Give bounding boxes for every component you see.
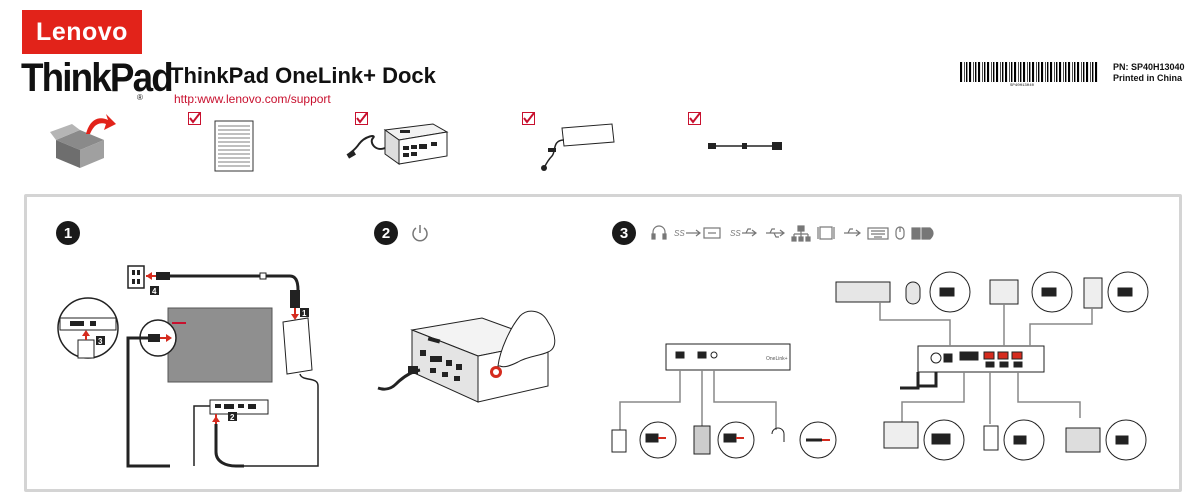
power-adapter-icon — [541, 123, 615, 171]
hdmi-icon — [911, 227, 934, 240]
step-1-badge: 1 — [56, 221, 80, 245]
keyboard-icon — [867, 227, 889, 240]
svg-text:SS: SS — [730, 229, 741, 238]
step-3-badge: 3 — [612, 221, 636, 245]
ethernet-icon — [791, 225, 811, 242]
svg-text:SS: SS — [674, 229, 685, 238]
keyboard-device-icon — [835, 281, 891, 303]
phone-bottom-icon — [983, 425, 999, 451]
usb-icon — [844, 228, 861, 237]
printed-in: Printed in China — [1113, 73, 1183, 83]
monitor-top-icon — [989, 279, 1019, 305]
barcode-number: SP40H13040 — [1010, 84, 1035, 88]
checkbox-power-cord-icon — [688, 112, 701, 125]
phone-icon — [611, 429, 627, 453]
page-title: ThinkPad OneLink+ Dock — [170, 63, 436, 88]
dock-icon — [346, 123, 449, 165]
step-3-illustration: OneLink+ — [611, 271, 1149, 461]
registered-mark: ® — [137, 93, 143, 102]
usb-ss-charge-icon: SS — [674, 227, 721, 239]
power-cord-icon — [708, 142, 782, 150]
thinkpad-logo: ThinkPad — [21, 56, 174, 100]
checkbox-power-adapter-icon — [522, 112, 535, 125]
port-icons-row: SS SS — [651, 225, 934, 242]
support-link[interactable]: http:www.lenovo.com/support — [174, 92, 331, 106]
mouse-icon — [895, 226, 905, 240]
headphone-icon — [651, 225, 667, 240]
step-1-illustration: 4 1 3 2 — [57, 265, 319, 468]
step-2-badge: 2 — [374, 221, 398, 245]
callout-3: 3 — [98, 337, 103, 346]
callout-2: 2 — [230, 413, 235, 422]
usb-ss-icon: SS — [730, 228, 757, 238]
headset-icon — [771, 427, 785, 442]
display-icon — [817, 226, 835, 240]
wall-outlet-icon — [127, 265, 145, 289]
step-2-illustration — [377, 310, 556, 403]
barcode-icon — [960, 62, 1098, 82]
checkbox-documentation-icon — [188, 112, 201, 125]
hard-drive-icon — [693, 425, 711, 455]
ethernet-wall-jack-icon — [1083, 277, 1103, 309]
mouse-device-icon — [905, 281, 921, 305]
part-number: PN: SP40H13040 — [1113, 62, 1185, 72]
tablet-icon — [1065, 427, 1101, 453]
monitor-bottom-icon — [883, 421, 919, 449]
unbox-icon — [50, 114, 116, 168]
callout-4: 4 — [152, 287, 157, 296]
checkbox-dock-icon — [355, 112, 368, 125]
dock-label: OneLink+ — [766, 356, 788, 362]
power-icon — [412, 225, 428, 242]
instruction-panel — [24, 194, 1182, 492]
lenovo-logo: Lenovo — [22, 10, 142, 54]
part-number-block: PN: SP40H13040 Printed in China — [1113, 62, 1185, 84]
documentation-icon — [214, 120, 254, 172]
callout-1: 1 — [302, 309, 307, 318]
usb-icon — [766, 228, 785, 238]
dock-front-icon — [665, 343, 791, 371]
